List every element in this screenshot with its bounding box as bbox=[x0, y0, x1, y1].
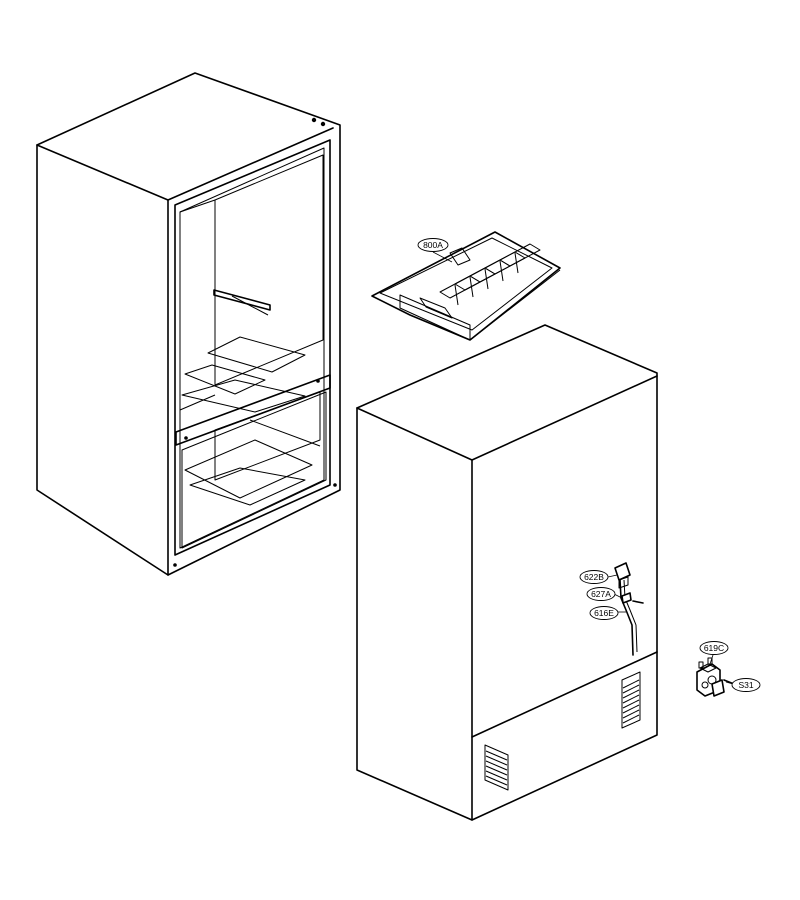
ice-maker-assembly bbox=[371, 231, 561, 341]
callout-622b: 622B bbox=[579, 570, 618, 584]
callout-619c: 619C bbox=[699, 641, 729, 665]
outer-case bbox=[356, 324, 658, 821]
front-vent-grille bbox=[484, 744, 509, 791]
callout-616e: 616E bbox=[589, 606, 626, 620]
refrigerator-cabinet bbox=[36, 72, 341, 576]
callout-800a-label: 800A bbox=[423, 240, 443, 250]
callout-622b-label: 622B bbox=[584, 572, 604, 582]
callout-s31-label: S31 bbox=[738, 680, 753, 690]
callout-627a-label: 627A bbox=[591, 589, 611, 599]
callout-800a: 800A bbox=[417, 238, 453, 263]
callout-s31: S31 bbox=[725, 678, 761, 692]
side-vent-grille bbox=[621, 671, 641, 729]
callout-616e-label: 616E bbox=[594, 608, 614, 618]
callout-627a: 627A bbox=[586, 587, 623, 601]
callout-619c-label: 619C bbox=[704, 643, 724, 653]
water-valve bbox=[696, 657, 735, 697]
